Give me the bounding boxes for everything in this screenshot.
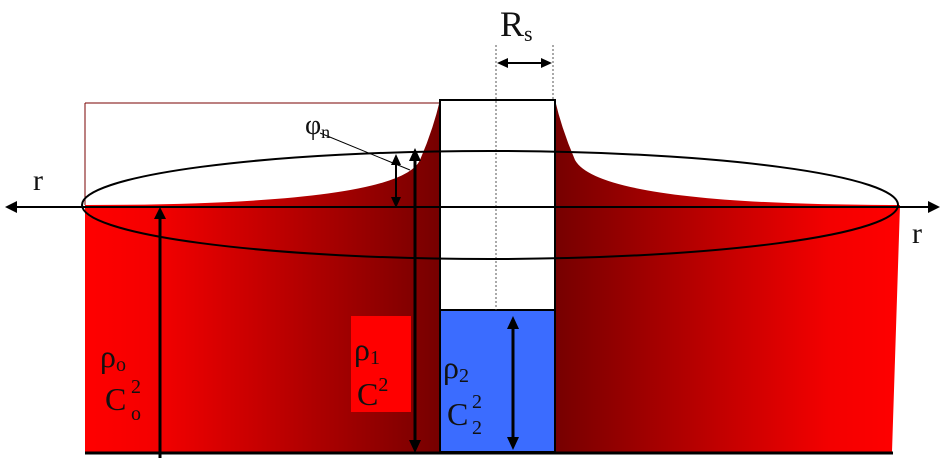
c1-label-sup: 2: [378, 374, 388, 396]
tube-upper: [439, 99, 556, 311]
c2-label-sub: 2: [472, 417, 482, 439]
tube-liquid: [439, 309, 556, 453]
phi-arrow-bottom-head: [391, 197, 401, 208]
c0-label-sub: o: [131, 403, 141, 425]
rho2-arrow-bottom-head: [507, 437, 519, 450]
right-liquid-region: [555, 100, 900, 452]
rho1-label-box: [351, 316, 411, 412]
c2-label-main: C: [447, 396, 468, 432]
phi-label: φn: [305, 110, 330, 142]
c0-label-main: C: [105, 381, 126, 417]
phi-arrow-top-head: [391, 154, 401, 165]
rs-label-sub: s: [524, 21, 533, 46]
rho0-label-main: ρ: [100, 338, 116, 374]
rho0-label-sub: o: [116, 354, 126, 376]
phi-label-main: φ: [305, 110, 321, 141]
rho1-label: ρ1: [354, 331, 380, 369]
c0-label: C: [105, 381, 126, 417]
r-label-left: r: [33, 164, 43, 197]
rs-arrow-right-head: [541, 58, 552, 68]
rho1-arrow-top-head: [409, 148, 421, 161]
c2-label: C: [447, 396, 468, 432]
rho2-label-main: ρ: [443, 349, 459, 385]
r-axis-left-arrow: [5, 201, 17, 213]
c0-label-sup: 2: [131, 376, 141, 398]
rho2-label-sub: 2: [459, 365, 469, 387]
r-axis-right-arrow: [928, 201, 940, 213]
rho0-arrow-head: [154, 207, 166, 219]
r-label-right: r: [912, 217, 922, 250]
rho1-label-sub: 1: [370, 347, 380, 369]
rs-label-main: R: [500, 4, 524, 44]
rs-label: Rs: [500, 4, 533, 46]
rho1-arrow-bottom-head: [409, 440, 421, 453]
c2-label-sup: 2: [472, 391, 482, 413]
rs-arrow-left-head: [497, 58, 508, 68]
c1-label: C2: [357, 374, 388, 412]
phi-label-sub: n: [321, 122, 330, 142]
rho2-arrow-top-head: [507, 316, 519, 329]
c1-label-main: C: [357, 376, 378, 412]
rho0-label: ρo: [100, 338, 126, 376]
rho1-label-main: ρ: [354, 331, 370, 367]
surface-ellipse: [81, 150, 899, 260]
rho2-label: ρ2: [443, 349, 469, 387]
